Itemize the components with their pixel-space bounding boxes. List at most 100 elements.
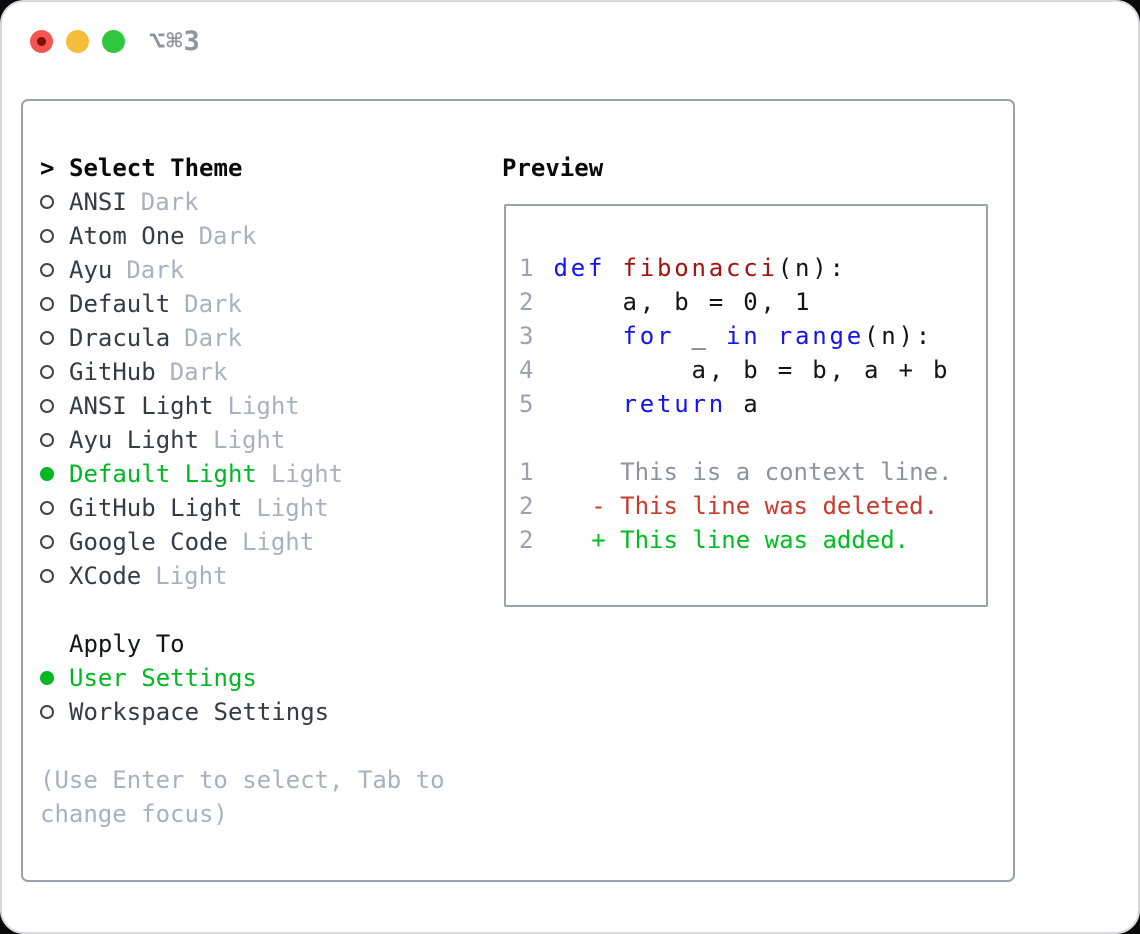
theme-variant: Light	[227, 392, 300, 420]
code-segment: _	[674, 322, 726, 350]
close-button[interactable]	[30, 30, 53, 53]
code-segment: + This line was added.	[533, 526, 910, 554]
diff-line: 2 - This line was deleted.	[519, 489, 952, 523]
code-segment: (n):	[864, 322, 933, 350]
theme-option-xcode[interactable]: XCode Light	[40, 559, 485, 593]
code-segment: a	[726, 390, 761, 418]
theme-option-google-code[interactable]: Google Code Light	[40, 525, 485, 559]
theme-name: Default Light	[69, 460, 257, 488]
theme-name: XCode	[69, 562, 142, 590]
theme-name: Default	[69, 290, 171, 318]
line-number: 3	[519, 322, 537, 350]
modified-dot-icon	[37, 37, 46, 46]
code-segment: a, b = b, a + b	[536, 356, 951, 384]
code-line	[519, 421, 952, 455]
code-segment	[536, 322, 622, 350]
theme-option-ansi-light[interactable]: ANSI Light Light	[40, 389, 485, 423]
theme-option-ayu-light[interactable]: Ayu Light Light	[40, 423, 485, 457]
theme-option-default-light[interactable]: Default Light Light	[40, 457, 485, 491]
radio-icon	[40, 263, 54, 277]
code-segment: return	[622, 390, 726, 418]
theme-name: GitHub Light	[69, 494, 243, 522]
code-line: 4 a, b = b, a + b	[519, 353, 952, 387]
apply-option-user-settings[interactable]: User Settings	[40, 661, 485, 695]
theme-list-header: > Select Theme	[40, 151, 485, 185]
theme-name: Atom One	[69, 222, 185, 250]
radio-icon	[40, 365, 54, 379]
radio-icon	[40, 297, 54, 311]
theme-name: Ayu Light	[69, 426, 200, 454]
code-segment: (n):	[777, 254, 847, 282]
line-number: 2	[519, 526, 534, 554]
theme-name: ANSI	[69, 188, 127, 216]
apply-option-workspace-settings[interactable]: Workspace Settings	[40, 695, 485, 729]
line-number: 1	[519, 254, 537, 282]
help-text-line-2: change focus)	[40, 800, 228, 828]
maximize-button[interactable]	[102, 30, 125, 53]
code-segment	[605, 254, 622, 282]
radio-icon	[40, 535, 54, 549]
theme-name: ANSI Light	[69, 392, 214, 420]
code-segment: range	[777, 322, 864, 350]
code-line: 5 return a	[519, 387, 952, 421]
apply-to-title: Apply To	[69, 630, 185, 658]
focus-caret-icon: >	[40, 154, 55, 182]
diff-line: 2 + This line was added.	[519, 523, 952, 557]
radio-icon	[40, 399, 54, 413]
theme-variant: Dark	[184, 324, 242, 352]
theme-variant: Dark	[126, 256, 185, 284]
theme-name: GitHub	[69, 358, 156, 386]
line-number: 2	[519, 288, 537, 316]
theme-option-atom-one[interactable]: Atom One Dark	[40, 219, 485, 253]
theme-name: Dracula	[69, 324, 171, 352]
apply-option-label: Workspace Settings	[69, 698, 330, 726]
code-segment	[536, 390, 622, 418]
radio-icon	[40, 229, 54, 243]
theme-variant: Light	[213, 426, 286, 454]
theme-name: Google Code	[69, 528, 228, 556]
diff-line: 1 This is a context line.	[519, 455, 952, 489]
radio-icon	[40, 433, 54, 447]
help-text-line-1: (Use Enter to select, Tab to	[40, 766, 445, 794]
theme-variant: Light	[155, 562, 228, 590]
code-line: 2 a, b = 0, 1	[519, 285, 952, 319]
code-segment: - This line was deleted.	[533, 492, 939, 520]
theme-variant: Light	[241, 528, 315, 556]
preview-header: Preview	[502, 154, 604, 182]
line-number: 2	[519, 492, 534, 520]
theme-option-dracula[interactable]: Dracula Dark	[40, 321, 485, 355]
theme-option-github-light[interactable]: GitHub Light Light	[40, 491, 485, 525]
line-number: 1	[519, 458, 534, 486]
window-title: ⌥⌘3	[149, 26, 201, 57]
code-segment: This is a context line.	[533, 458, 953, 486]
radio-icon	[40, 705, 54, 719]
radio-icon	[40, 331, 54, 345]
code-segment: a, b = 0, 1	[536, 288, 813, 316]
code-line: 3 for _ in range(n):	[519, 319, 952, 353]
code-segment	[536, 254, 553, 282]
minimize-button[interactable]	[66, 30, 89, 53]
code-segment	[761, 322, 778, 350]
code-segment: def	[553, 254, 606, 282]
theme-variant: Light	[270, 460, 344, 488]
theme-list-title: Select Theme	[69, 154, 243, 182]
theme-name: Ayu	[69, 256, 113, 284]
theme-variant: Light	[256, 494, 329, 522]
code-segment: in	[726, 322, 761, 350]
spacer-row	[40, 593, 485, 627]
radio-selected-icon	[40, 671, 54, 685]
spacer-row	[40, 729, 485, 763]
apply-option-label: User Settings	[69, 664, 257, 692]
line-number: 5	[519, 390, 537, 418]
theme-variant: Dark	[198, 222, 257, 250]
apply-to-header: Apply To	[40, 627, 485, 661]
theme-option-ayu[interactable]: Ayu Dark	[40, 253, 485, 287]
